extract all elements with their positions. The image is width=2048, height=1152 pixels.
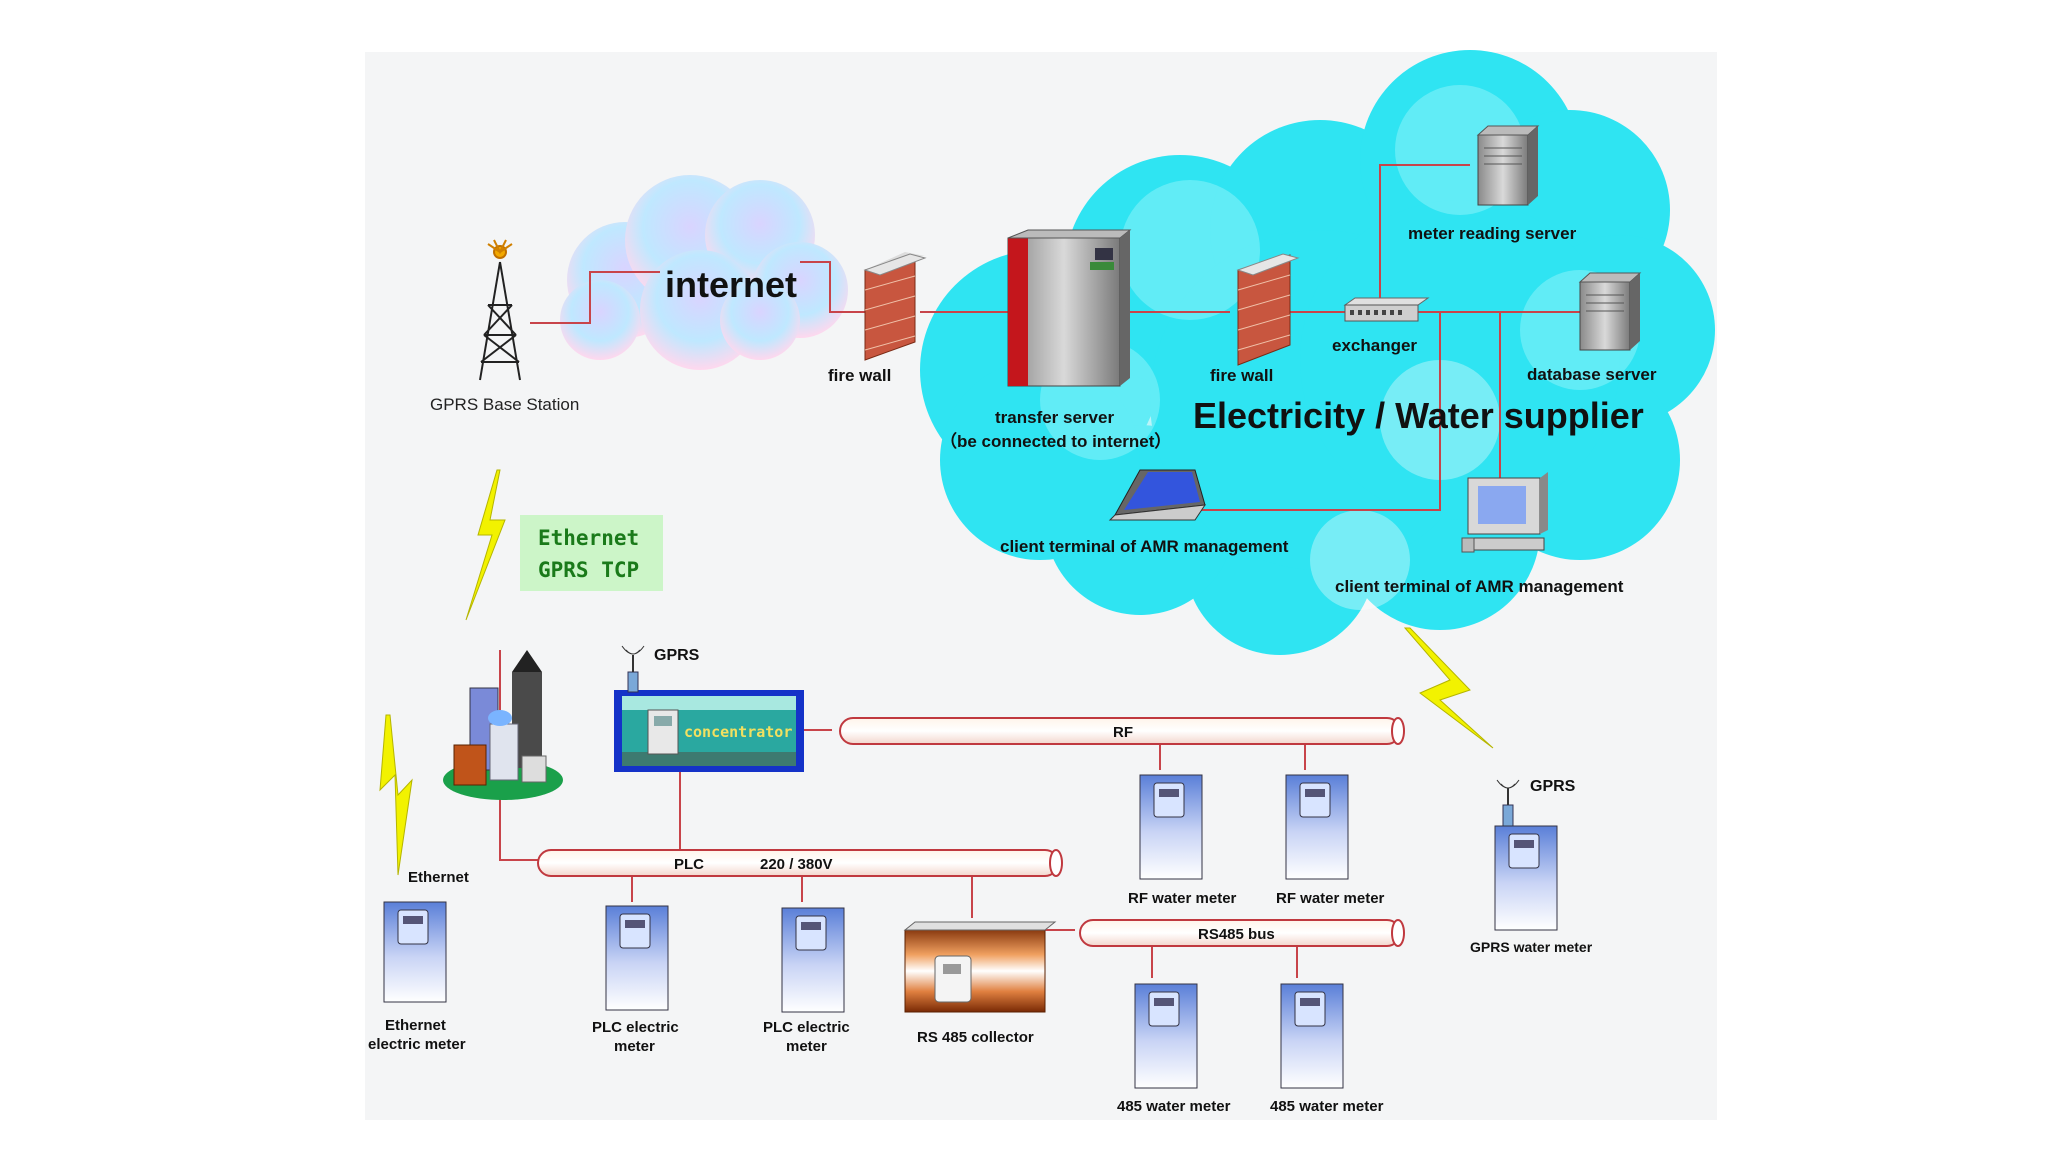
- transfer-server-label: transfer server: [995, 408, 1114, 427]
- meter-icon: [605, 905, 669, 1011]
- firewall-icon: [1236, 253, 1300, 366]
- water485-2-label: 485 water meter: [1270, 1098, 1384, 1115]
- gprs-meter-gprs-label: GPRS: [1530, 778, 1576, 795]
- ethernet-meter-label-2: electric meter: [368, 1036, 466, 1053]
- antenna-icon: [621, 645, 645, 693]
- gprs-tower-icon: [479, 239, 521, 381]
- concentrator-gprs-label: GPRS: [654, 647, 700, 664]
- lightning-icon: [379, 714, 413, 876]
- ethernet-label: Ethernet: [408, 869, 469, 886]
- plc-bus: PLC 220 / 380V: [537, 849, 1063, 877]
- lightning-icon: [465, 469, 506, 621]
- firewall-icon: [863, 252, 927, 361]
- meter-icon: [781, 907, 845, 1013]
- rf-bus-label: RF: [1113, 724, 1133, 741]
- exchanger-switch-icon: [1343, 297, 1430, 322]
- rs485-bus: RS485 bus: [1079, 919, 1405, 947]
- database-server-label: database server: [1527, 365, 1657, 384]
- supplier-title: Electricity / Water supplier: [1193, 395, 1644, 436]
- plc-voltage-label: 220 / 380V: [760, 856, 833, 873]
- database-server-icon: [1578, 272, 1642, 351]
- ethernet-meter-label-1: Ethernet: [385, 1017, 446, 1034]
- client-terminal-label-1: client terminal of AMR management: [1000, 537, 1289, 556]
- rf-bus: RF: [839, 717, 1405, 745]
- rs485-collector-icon: [903, 921, 1057, 1013]
- rf-meter-2-label: RF water meter: [1276, 890, 1385, 907]
- meter-icon: [1280, 983, 1344, 1089]
- concentrator-label: concentrator: [684, 723, 792, 741]
- meter-icon: [1139, 774, 1203, 880]
- water485-1-label: 485 water meter: [1117, 1098, 1231, 1115]
- plc-meter-1-label-1: PLC electric: [592, 1019, 679, 1036]
- laptop-icon: [1108, 469, 1207, 521]
- plc-meter-2-label-2: meter: [786, 1038, 827, 1055]
- exchanger-label: exchanger: [1332, 336, 1417, 355]
- protocol-line-1: Ethernet: [538, 526, 639, 550]
- client-terminal-label-2: client terminal of AMR management: [1335, 577, 1624, 596]
- internet-cloud: [560, 175, 848, 370]
- plc-meter-2-label-1: PLC electric: [763, 1019, 850, 1036]
- desktop-computer-icon: [1461, 472, 1548, 553]
- fire-wall-label-2: fire wall: [1210, 366, 1273, 385]
- transfer-server-icon: [1007, 229, 1132, 387]
- rs485-collector-label: RS 485 collector: [917, 1029, 1034, 1046]
- meter-icon: [383, 901, 447, 1003]
- lightning-icon: [1403, 627, 1494, 749]
- meter-icon: [1494, 825, 1558, 931]
- meter-icon: [1285, 774, 1349, 880]
- plc-bus-label: PLC: [674, 856, 704, 873]
- rs485-bus-label: RS485 bus: [1198, 926, 1275, 943]
- gprs-water-meter-label: GPRS water meter: [1470, 939, 1593, 955]
- meter-icon: [1134, 983, 1198, 1089]
- fire-wall-label-1: fire wall: [828, 366, 891, 385]
- protocol-box: Ethernet GPRS TCP: [520, 515, 663, 591]
- concentrator-icon: concentrator: [614, 690, 804, 772]
- gprs-base-station-label: GPRS Base Station: [430, 395, 579, 414]
- internet-label: internet: [665, 264, 797, 305]
- meter-reading-server-icon: [1476, 125, 1540, 206]
- rf-meter-1-label: RF water meter: [1128, 890, 1237, 907]
- buildings-icon: [443, 650, 563, 800]
- transfer-server-note: （be connected to internet）: [940, 431, 1171, 451]
- meter-reading-server-label: meter reading server: [1408, 224, 1577, 243]
- protocol-line-2: GPRS TCP: [538, 558, 639, 582]
- plc-meter-1-label-2: meter: [614, 1038, 655, 1055]
